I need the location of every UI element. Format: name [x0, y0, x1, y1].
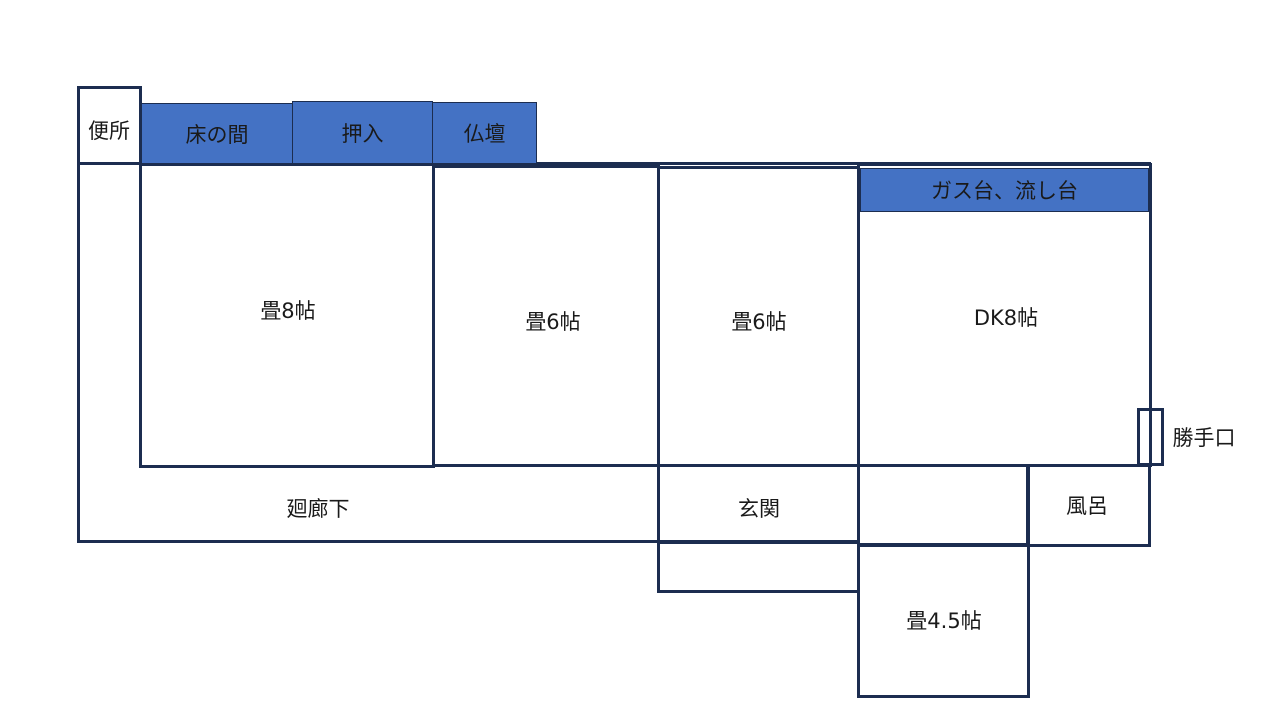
room-bath [1026, 464, 1151, 547]
fixture-kitchen-counter: ガス台、流し台 [860, 168, 1149, 212]
fixture-butsudan: 仏壇 [432, 102, 537, 164]
back-door-label: 勝手口 [1172, 426, 1236, 450]
fixture-kitchen-counter-label: ガス台、流し台 [931, 179, 1078, 203]
room-tatami-4-5 [857, 543, 1030, 698]
fixture-butsudan-label: 仏壇 [463, 122, 506, 146]
fixture-oshiire-label: 押入 [341, 121, 384, 146]
room-dk-label: DK8帖 [973, 306, 1039, 330]
corridor-label: 廻廊下 [286, 497, 350, 521]
room-tatami-4-5-label: 畳4.5帖 [906, 609, 982, 633]
fixture-tokonoma-label: 床の間 [185, 122, 249, 147]
room-toilet-label: 便所 [88, 119, 130, 143]
room-tatami-6a-label: 畳6帖 [525, 310, 581, 334]
outer-wall-left [77, 162, 80, 543]
fixture-oshiire: 押入 [292, 101, 433, 164]
fixture-tokonoma: 床の間 [141, 103, 293, 164]
outer-wall-bottom [77, 540, 859, 543]
back-door [1137, 408, 1164, 466]
entrance-step [657, 541, 860, 593]
outer-wall-top [77, 162, 1151, 165]
room-tatami-8-label: 畳8帖 [260, 299, 316, 323]
room-bath-label: 風呂 [1066, 494, 1108, 518]
room-toilet [77, 86, 142, 165]
room-utility [857, 464, 1030, 547]
room-tatami-6b-label: 畳6帖 [731, 310, 787, 334]
room-entrance-label: 玄関 [738, 497, 780, 521]
